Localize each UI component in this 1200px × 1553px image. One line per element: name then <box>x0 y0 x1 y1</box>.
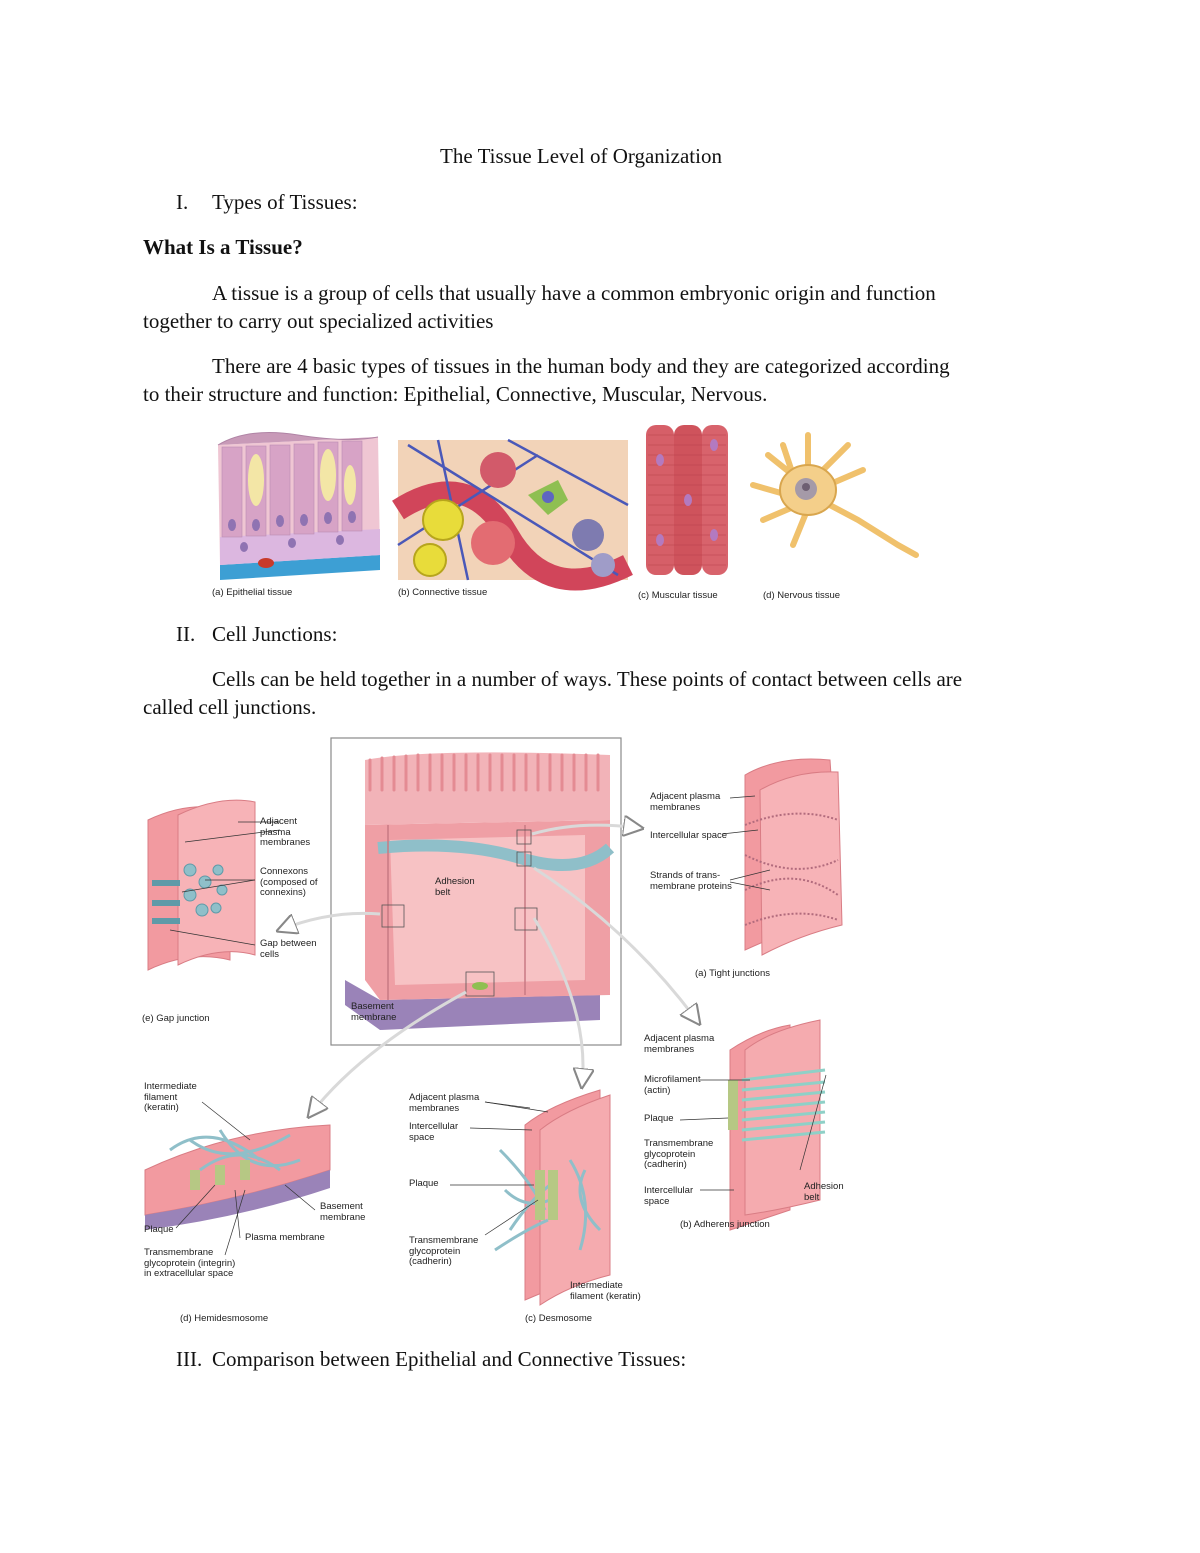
label-gap-between-cells: Gap between cells <box>260 938 317 960</box>
label-adherens-adjacent-membranes: Adjacent plasma membranes <box>644 1033 715 1055</box>
tight-leader-lines <box>721 795 771 891</box>
section-heading-text: Types of Tissues: <box>212 190 358 214</box>
paragraph-line: There are 4 basic types of tissues in th… <box>212 354 950 378</box>
label-adherens-transmembrane: Transmembrane glycoprotein (cadherin) <box>644 1138 714 1170</box>
paragraph-line: together to carry out specialized activi… <box>143 309 494 333</box>
section-heading-comparison: III.Comparison between Epithelial and Co… <box>176 1347 687 1371</box>
label-adherens-plaque: Plaque <box>644 1113 674 1124</box>
label-desmosome-intermediate-filament: Intermediate filament (keratin) <box>570 1280 641 1302</box>
label-tight-adjacent-membranes: Adjacent plasma membranes <box>650 791 721 813</box>
caption-adherens-junction: (b) Adherens junction <box>680 1219 770 1230</box>
label-hemidesmosome-plaque: Plaque <box>144 1224 174 1235</box>
connector-arrows <box>280 825 698 1115</box>
gap-leader-lines <box>169 821 281 946</box>
caption-desmosome: (c) Desmosome <box>525 1313 593 1324</box>
label-strands-transmembrane: Strands of trans- membrane proteins <box>650 870 732 892</box>
desmosome-drawing <box>494 1089 611 1306</box>
label-gap-adjacent-membranes: Adjacent plasma membranes <box>260 816 311 848</box>
center-frame <box>330 737 622 1046</box>
caption-tight-junctions: (a) Tight junctions <box>695 968 770 979</box>
epithelial-tissue-image <box>217 432 380 580</box>
caption-gap-junction: (e) Gap junction <box>142 1013 210 1024</box>
label-tight-intercellular-space: Intercellular space <box>650 830 728 841</box>
hemidesmosome-leader-lines <box>175 1101 316 1256</box>
question-heading: What Is a Tissue? <box>143 235 303 259</box>
page-title: The Tissue Level of Organization <box>440 144 722 168</box>
caption-muscular: (c) Muscular tissue <box>638 590 718 601</box>
center-epithelium <box>345 752 615 1030</box>
label-basement-membrane-center: Basement membrane <box>351 1001 397 1023</box>
label-connexons: Connexons (composed of connexins) <box>260 866 318 898</box>
label-hemidesmosome-transmembrane: Transmembrane glycoprotein (integrin) in… <box>144 1247 236 1279</box>
paragraph-line: called cell junctions. <box>143 695 317 719</box>
label-adherens-intercellular: Intercellular space <box>644 1185 694 1207</box>
adherens-leader-lines <box>679 1074 827 1191</box>
tissue-types-illustration <box>217 425 919 591</box>
connective-tissue-image <box>392 438 633 591</box>
label-hemidesmosome-basement: Basement membrane <box>320 1201 366 1223</box>
paragraph-line: A tissue is a group of cells that usuall… <box>212 281 936 305</box>
label-desmosome-adjacent-membranes: Adjacent plasma membranes <box>409 1092 480 1114</box>
label-hemidesmosome-intermediate-filament: Intermediate filament (keratin) <box>144 1081 197 1113</box>
label-desmosome-intercellular: Intercellular space <box>409 1121 459 1143</box>
section-number: I. <box>176 190 189 214</box>
hemidesmosome-drawing <box>144 1124 331 1230</box>
tissue-types-figure: (a) Epithelial tissue (b) Connective tis… <box>208 425 928 605</box>
desmosome-leader-lines <box>450 1101 549 1236</box>
label-plasma-membrane: Plasma membrane <box>245 1232 325 1243</box>
paragraph-line: to their structure and function: Epithel… <box>143 382 768 406</box>
caption-epithelial: (a) Epithelial tissue <box>212 587 293 598</box>
label-desmosome-transmembrane: Transmembrane glycoprotein (cadherin) <box>409 1235 479 1267</box>
label-desmosome-plaque: Plaque <box>409 1178 439 1189</box>
muscular-tissue-image <box>646 425 728 575</box>
section-heading-cell-junctions: II.Cell Junctions: <box>176 622 338 646</box>
cell-junctions-figure: Adhesion belt Basement membrane Adjacent… <box>130 730 860 1330</box>
label-microfilament: Microfilament (actin) <box>644 1074 701 1096</box>
caption-nervous: (d) Nervous tissue <box>763 590 841 601</box>
paragraph-line: Cells can be held together in a number o… <box>212 667 963 691</box>
section-heading-types-of-tissues: I. Types of Tissues: <box>176 188 358 216</box>
gap-junction-drawing <box>147 799 256 971</box>
tight-junction-drawing <box>744 758 843 956</box>
caption-hemidesmosome: (d) Hemidesmosome <box>180 1313 269 1324</box>
label-adherens-adhesion-belt: Adhesion belt <box>804 1181 844 1203</box>
label-adhesion-belt-center: Adhesion belt <box>435 876 475 898</box>
nervous-tissue-image <box>750 432 919 558</box>
caption-connective: (b) Connective tissue <box>398 587 488 598</box>
cell-junctions-illustration <box>144 737 843 1306</box>
